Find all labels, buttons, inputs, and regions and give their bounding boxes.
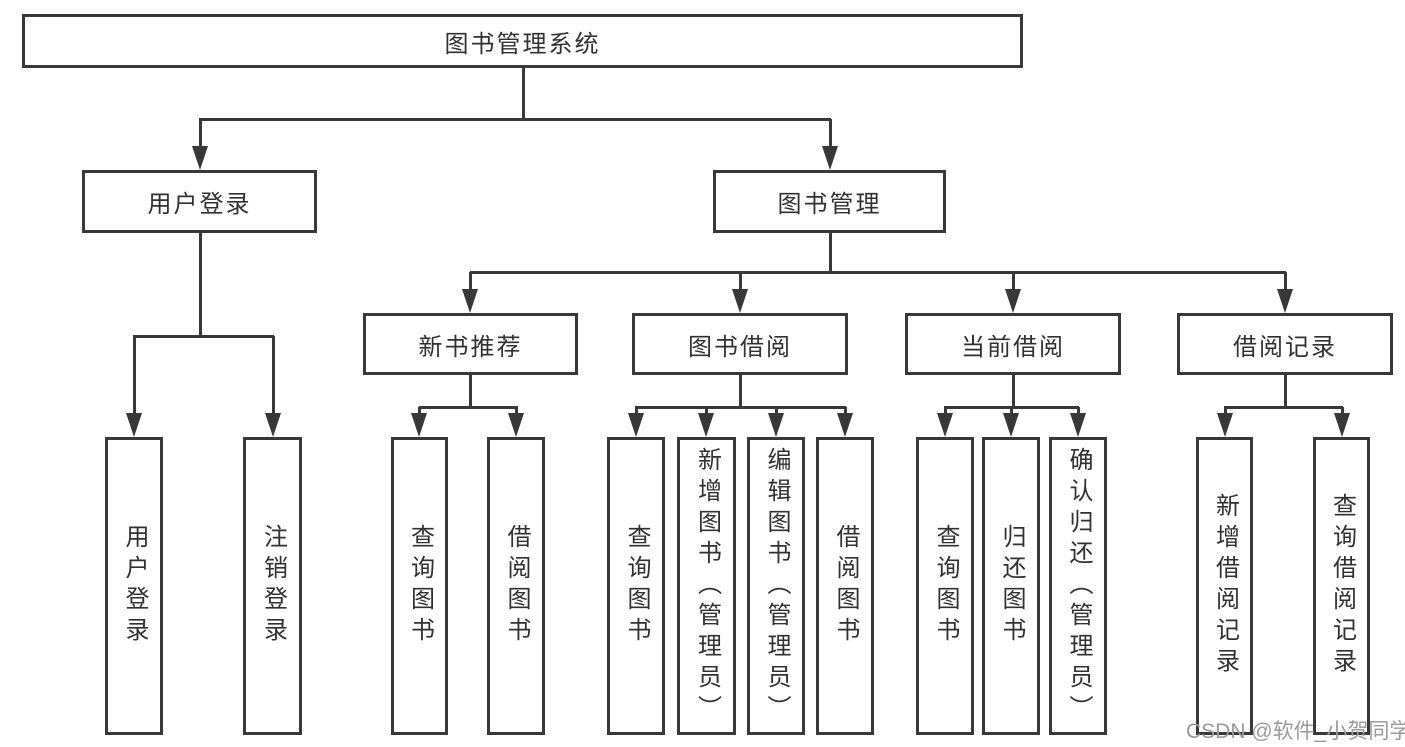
connector-vline [1341,407,1344,415]
leaf-query-borrow-record: 查询借阅记录 [1313,437,1370,735]
csdn-watermark: CSDN @软件_小贺同学 [1186,720,1405,743]
leaf-query-borrow-record-label: 查询借阅记录 [1328,493,1355,679]
leaf-edit-books-admin-label: 编辑图书（管理员） [763,446,789,726]
connector-vline [1077,407,1080,415]
node-root-label: 图书管理系统 [444,31,601,58]
arrowhead-down-icon [126,413,142,437]
arrowhead-down-icon [1277,289,1293,313]
connector-vline [418,407,421,415]
connector-hline [199,118,831,121]
leaf-add-books-admin: 新增图书（管理员） [677,437,736,735]
arrowhead-down-icon [192,146,208,170]
leaf-query-books-recommend-label: 查询图书 [406,524,433,648]
node-book-borrowing: 图书借阅 [632,313,848,375]
leaf-add-books-admin-label: 新增图书（管理员） [693,446,720,726]
arrowhead-down-icon [1003,413,1019,437]
connector-vline [844,407,847,415]
connector-hline [470,271,1286,274]
node-book-borrowing-label: 图书借阅 [688,334,792,361]
leaf-user-login-label: 用户登录 [121,524,147,648]
connector-vline [1224,407,1227,415]
connector-vline [469,375,472,408]
leaf-query-books-current: 查询图书 [916,437,974,735]
connector-vline [705,407,708,415]
leaf-add-borrow-record-label: 新增借阅记录 [1211,493,1238,679]
arrowhead-down-icon [822,146,838,170]
arrowhead-down-icon [462,289,478,313]
arrowhead-down-icon [1334,413,1350,437]
arrowhead-down-icon [1070,413,1086,437]
leaf-query-books-current-label: 查询图书 [932,524,958,648]
connector-vline [199,233,202,337]
node-user-login: 用户登录 [82,170,317,233]
arrowhead-down-icon [837,413,853,437]
connector-vline [522,68,525,121]
leaf-query-books-recommend: 查询图书 [391,437,448,735]
node-current-borrowing: 当前借阅 [905,313,1121,375]
arrowhead-down-icon [411,413,427,437]
leaf-user-login: 用户登录 [105,437,163,735]
leaf-logout: 注销登录 [243,437,302,735]
connector-vline [1012,272,1015,292]
leaf-return-books-label: 归还图书 [998,524,1024,648]
leaf-borrow-books-borrowing: 借阅图书 [816,437,874,735]
connector-hline [133,335,274,338]
connector-vline [199,119,202,152]
node-borrowing-records-label: 借阅记录 [1233,334,1337,361]
connector-vline [1012,375,1015,408]
connector-vline [944,407,947,415]
node-borrowing-records: 借阅记录 [1177,313,1393,375]
leaf-borrow-books-borrowing-label: 借阅图书 [832,524,858,648]
arrowhead-down-icon [628,413,644,437]
leaf-confirm-return-admin-label: 确认归还（管理员） [1065,446,1091,726]
arrowhead-down-icon [1005,289,1021,313]
arrowhead-down-icon [698,413,714,437]
connector-hline [635,406,846,409]
arrowhead-down-icon [265,413,281,437]
node-book-management: 图书管理 [713,170,946,233]
connector-vline [775,407,778,415]
connector-vline [739,272,742,292]
connector-hline [419,406,518,409]
leaf-query-books-borrowing: 查询图书 [607,437,665,735]
connector-vline [829,119,832,152]
arrowhead-down-icon [768,413,784,437]
arrowhead-down-icon [508,413,524,437]
connector-vline [635,407,638,415]
node-current-borrowing-label: 当前借阅 [961,334,1065,361]
leaf-query-books-borrowing-label: 查询图书 [623,524,649,648]
node-new-book-recommend-label: 新书推荐 [418,334,523,361]
leaf-logout-label: 注销登录 [259,524,286,648]
arrowhead-down-icon [1217,413,1233,437]
leaf-return-books: 归还图书 [982,437,1040,735]
connector-vline [1284,375,1287,408]
connector-vline [829,233,832,273]
connector-vline [469,272,472,292]
leaf-confirm-return-admin: 确认归还（管理员） [1049,437,1107,735]
connector-vline [1284,272,1287,292]
node-new-book-recommend: 新书推荐 [363,313,578,375]
node-root: 图书管理系统 [22,14,1023,68]
connector-vline [515,407,518,415]
connector-vline [133,336,136,416]
leaf-borrow-books-recommend-label: 借阅图书 [503,524,529,648]
node-book-management-label: 图书管理 [777,192,882,218]
arrowhead-down-icon [732,289,748,313]
leaf-add-borrow-record: 新增借阅记录 [1196,437,1253,735]
node-user-login-label: 用户登录 [147,192,252,218]
connector-hline [1224,406,1343,409]
connector-vline [272,336,275,416]
leaf-edit-books-admin: 编辑图书（管理员） [747,437,805,735]
connector-vline [1010,407,1013,415]
leaf-borrow-books-recommend: 借阅图书 [487,437,545,735]
connector-vline [739,375,742,408]
arrowhead-down-icon [937,413,953,437]
